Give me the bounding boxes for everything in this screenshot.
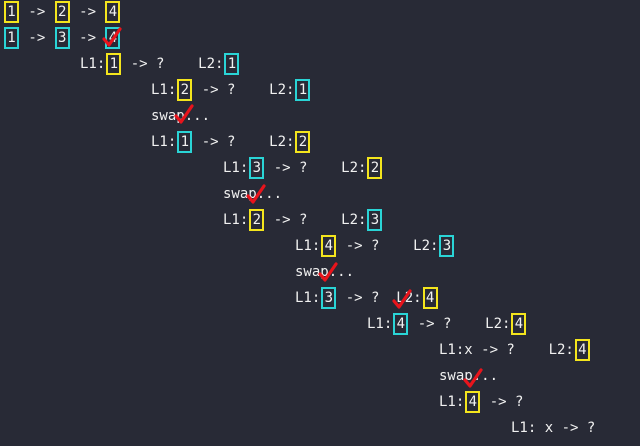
line-text: -> [20,30,54,46]
node-box-yellow: 1 [106,53,122,75]
step-line: L1:1 -> ? L2:1 [80,53,240,75]
node-box-yellow: 2 [249,209,265,231]
line-text: L1: [80,56,106,72]
line-text: L1: [223,212,249,228]
node-box-yellow: 2 [54,1,70,23]
step-line: L1:4 -> ? L2:3 [295,235,455,257]
node-box-cyan: 3 [54,27,70,49]
line-text: L1: [295,238,321,254]
swap-line: swap... [151,105,210,127]
step-line: L1:3 -> ? L2:2 [223,157,383,179]
line-text: -> ? L2: [337,238,439,254]
step-line: L1:2 -> ? L2:3 [223,209,383,231]
line-text: -> [70,4,105,20]
line-text: swap... [223,186,283,202]
list-line: 1 -> 3 -> 4 [3,27,121,49]
line-text: L1:x -> ? L2: [439,342,574,358]
line-text: swap... [295,264,355,280]
node-box-cyan: 3 [439,235,455,257]
node-box-yellow: 4 [465,391,481,413]
node-box-cyan: 4 [393,313,409,335]
line-text: L1: [151,134,177,150]
list-line: 1 -> 2 -> 4 [3,1,121,23]
line-text: L1: [295,290,321,306]
node-box-cyan: 1 [295,79,311,101]
line-text: -> ? L2: [193,134,295,150]
step-line: L1: x -> ? [511,417,595,439]
node-box-cyan: 3 [249,157,265,179]
node-box-yellow: 1 [4,1,19,23]
node-box-yellow: 4 [422,287,438,309]
node-box-cyan: 1 [177,131,193,153]
node-box-yellow: 2 [177,79,193,101]
step-line: L1:2 -> ? L2:1 [151,79,311,101]
line-text: -> [70,30,105,46]
step-line: L1:1 -> ? L2:2 [151,131,311,153]
swap-line: swap... [439,365,498,387]
line-text: -> ? L2: [193,82,295,98]
line-text: -> ? L2: [265,212,367,228]
line-text: -> ? L2: [122,56,224,72]
node-box-cyan: 3 [367,209,383,231]
node-box-cyan: 3 [321,287,337,309]
line-text: L1: [439,394,465,410]
line-text: L1: x -> ? [511,420,596,436]
node-box-cyan: 4 [105,27,121,49]
line-text: swap... [151,108,211,124]
node-box-yellow: 4 [321,235,337,257]
line-text: -> ? [481,394,524,410]
step-line: L1:4 -> ? [439,391,523,413]
node-box-cyan: 1 [224,53,240,75]
node-box-yellow: 2 [367,157,383,179]
line-text: swap... [439,368,499,384]
swap-line: swap... [223,183,282,205]
line-text: -> ? L2: [409,316,511,332]
line-text: L1: [367,316,393,332]
step-line: L1:4 -> ? L2:4 [367,313,527,335]
line-text: -> ? L2: [337,290,422,306]
swap-line: swap... [295,261,354,283]
node-box-yellow: 4 [105,1,121,23]
node-box-cyan: 1 [4,27,19,49]
node-box-yellow: 2 [295,131,311,153]
step-line: L1:x -> ? L2:4 [439,339,591,361]
line-text: L1: [151,82,177,98]
line-text: -> ? L2: [265,160,367,176]
line-text: -> [20,4,54,20]
node-box-yellow: 4 [511,313,527,335]
node-box-yellow: 4 [574,339,590,361]
line-text: L1: [223,160,249,176]
step-line: L1:3 -> ? L2:4 [295,287,439,309]
